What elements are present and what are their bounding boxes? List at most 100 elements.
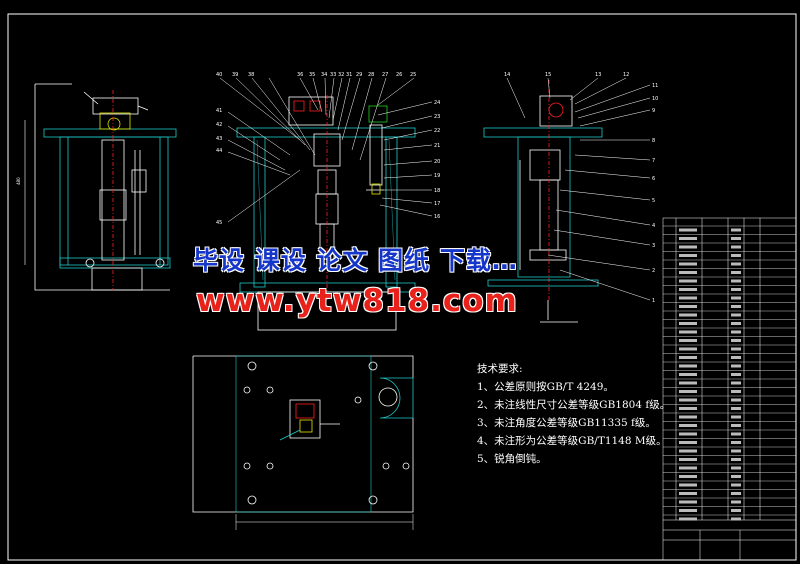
parts-list-cell-text [731,390,741,393]
balloon-27: 27 [382,72,388,78]
balloon-36: 36 [297,72,303,78]
parts-list-cell-text [679,339,697,342]
parts-list-cell-text [679,424,697,427]
balloon-43: 43 [216,136,222,142]
parts-list-cell-text [731,458,741,461]
parts-list-cell-text [731,228,741,232]
parts-list-cell-text [679,381,697,385]
balloon-16: 16 [434,214,440,220]
parts-list-cell-text [679,398,697,402]
balloon-22: 22 [434,128,440,134]
parts-list-cell-text [679,288,697,291]
balloon-7: 7 [652,158,655,164]
parts-list-cell-text [679,330,697,334]
parts-list-cell-text [679,390,697,393]
parts-list-cell-text [731,373,741,376]
parts-list-cell-text [731,364,741,368]
balloon-33: 33 [330,72,336,78]
parts-list-cell-text [679,313,697,317]
balloon-34: 34 [321,72,327,78]
parts-list-cell-text [679,262,697,266]
parts-list-cell-text [679,415,697,419]
parts-list-cell-text [679,373,697,376]
balloon-29: 29 [356,72,362,78]
parts-list-cell-text [679,228,697,232]
left-view: 480 [16,83,177,291]
side-view-balloons: 14 15 13 12 11 10 9 8 7 6 5 4 3 2 1 [504,72,658,304]
parts-list-cell-text [731,245,741,249]
parts-list-cell-text [731,483,741,487]
balloon-19: 19 [434,173,440,179]
balloon-21: 21 [434,143,440,149]
parts-list-cell-text [731,475,741,478]
balloon-42: 42 [216,122,222,128]
parts-list-cell-text [731,449,741,453]
parts-list-cell-text [731,305,741,308]
balloon-38: 38 [248,72,254,78]
parts-list-cell-text [731,296,741,300]
balloon-4: 4 [652,223,655,229]
balloon-6: 6 [652,176,655,182]
balloon-45: 45 [216,220,222,226]
balloon-15: 15 [545,72,551,78]
balloon-28: 28 [368,72,374,78]
parts-list-cell-text [731,271,741,274]
svg-text:480: 480 [16,177,21,185]
parts-list-cell-text [679,517,697,521]
parts-list-cell-text [731,509,741,512]
parts-list-cell-text [731,500,741,504]
balloon-8: 8 [652,138,655,144]
parts-list-cell-text [731,415,741,419]
parts-list-cell-text [679,237,697,240]
parts-list-cell-text [679,492,697,495]
front-view-balloons: 40 39 38 36 35 34 33 32 31 29 28 27 26 2… [216,72,440,226]
parts-list-cell-text [731,517,741,521]
balloon-12: 12 [623,72,629,78]
balloon-24: 24 [434,100,440,106]
parts-list-cell-text [731,356,741,359]
tech-req-item-4: 4、未注形为公差等级GB/T1148 M级。 [477,435,667,447]
balloon-14: 14 [504,72,510,78]
parts-list-cell-text [679,441,697,444]
parts-list-cell-text [731,398,741,402]
parts-list-cell-text [679,449,697,453]
parts-list-cell-text [731,432,741,436]
balloon-44: 44 [216,148,222,154]
parts-list-cell-text [679,466,697,470]
tech-req-heading: 技术要求: [477,363,523,375]
parts-list-cell-text [679,500,697,504]
balloon-23: 23 [434,114,440,120]
parts-list-cell-text [731,347,741,351]
balloon-35: 35 [309,72,315,78]
balloon-25: 25 [410,72,416,78]
balloon-11: 11 [652,83,658,89]
parts-list-cell-text [731,407,741,410]
watermark-line-1: 毕设 课设 论文 图纸 下载… [193,246,518,275]
balloon-39: 39 [232,72,238,78]
balloon-2: 2 [652,268,655,274]
parts-list-cell-text [679,432,697,436]
tech-req-item-5: 5、锐角倒钝。 [477,453,547,465]
technical-requirements: 技术要求: 1、公差原则按GB/T 4249。 2、未注线性尺寸公差等级GB18… [477,360,670,468]
parts-list-cell-text [679,279,697,283]
balloon-1: 1 [652,298,655,304]
parts-list-cell-text [731,279,741,283]
tech-req-item-1: 1、公差原则按GB/T 4249。 [477,381,614,393]
balloon-40: 40 [216,72,222,78]
parts-list-cell-text [679,407,697,410]
balloon-31: 31 [346,72,352,78]
parts-list-cell-text [731,492,741,495]
tech-req-item-3: 3、未注角度公差等级GB11335 f级。 [477,417,656,429]
balloon-41: 41 [216,108,222,114]
side-view [483,77,651,323]
parts-list-cell-text [679,245,697,249]
balloon-5: 5 [652,198,655,204]
parts-list-cell-text [731,313,741,317]
parts-list-cell-text [679,483,697,487]
watermark-url[interactable]: www.ytw818.com [196,283,518,319]
parts-list-cell-text [679,296,697,300]
front-view [219,77,433,331]
parts-list-cell-text [731,381,741,385]
balloon-9: 9 [652,108,655,114]
